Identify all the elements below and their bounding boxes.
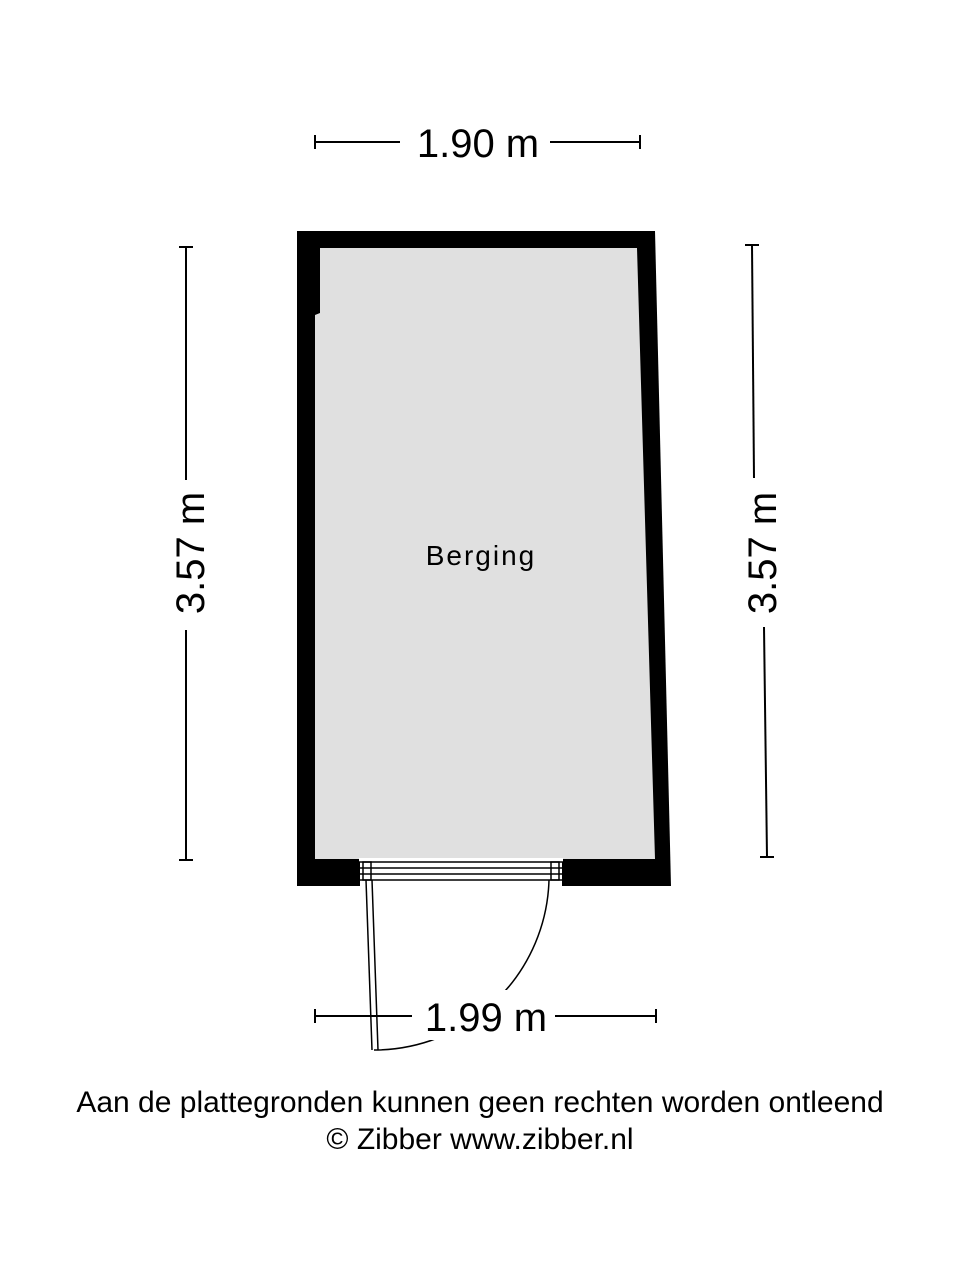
dimension-top: 1.90 m	[314, 122, 641, 166]
door-opening	[359, 858, 563, 888]
copyright-credit: © Zibber www.zibber.nl	[326, 1123, 634, 1156]
dimension-bottom: 1.99 m	[314, 990, 657, 1040]
door-frame	[358, 861, 564, 886]
dimension-left-label: 3.57 m	[169, 492, 213, 614]
dimension-bottom-label: 1.99 m	[425, 996, 547, 1040]
room-floor	[315, 248, 655, 859]
room-label-berging: Berging	[426, 540, 537, 571]
dimension-left: 3.57 m	[169, 246, 213, 861]
dimension-right: 3.57 m	[741, 244, 785, 858]
dimension-right-label: 3.57 m	[741, 492, 785, 614]
dimension-top-label: 1.90 m	[417, 122, 539, 166]
disclaimer-text: Aan de plattegronden kunnen geen rechten…	[76, 1086, 884, 1119]
